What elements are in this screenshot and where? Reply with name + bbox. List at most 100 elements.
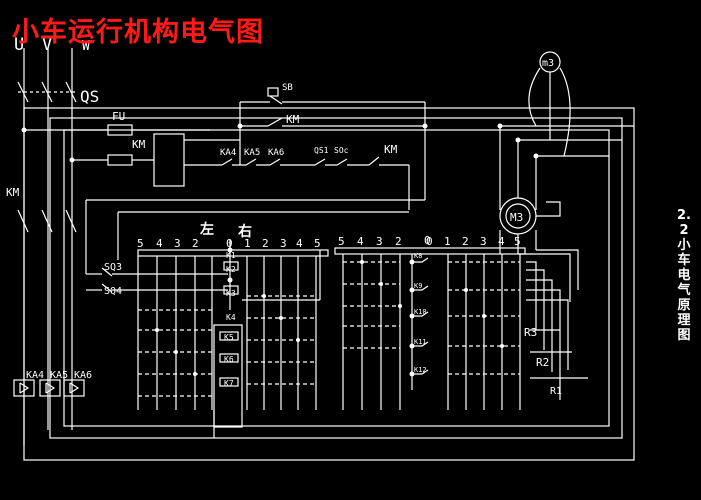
km-coil-box bbox=[153, 133, 185, 187]
ka5-label: KA5 bbox=[244, 148, 260, 158]
page-title: 小车运行机构电气图 bbox=[12, 17, 264, 48]
zero-label: 0 bbox=[424, 234, 431, 247]
k5-box bbox=[219, 331, 239, 341]
left-position-number-7: 2 bbox=[262, 237, 269, 250]
qs-blade-v bbox=[41, 81, 53, 103]
km-main-label: KM bbox=[6, 186, 20, 199]
r1-label: R1 bbox=[550, 386, 562, 397]
right-position-number-9: 4 bbox=[498, 235, 505, 248]
k6-box bbox=[219, 353, 239, 363]
k5-label: K5 bbox=[224, 333, 234, 342]
k3-box bbox=[223, 285, 239, 295]
left-grid-top bbox=[137, 249, 329, 257]
sq3-label: SQ3 bbox=[104, 262, 122, 273]
phase-w-label: W bbox=[82, 39, 90, 54]
k4-label: K4 bbox=[226, 313, 236, 322]
relay-label-ka4: KA4 bbox=[26, 370, 44, 381]
rotor-to-resistor bbox=[499, 249, 579, 302]
ka6-label: KA6 bbox=[268, 148, 284, 158]
right-position-number-5: 0 bbox=[426, 235, 433, 248]
right-position-number-2: 3 bbox=[376, 235, 383, 248]
k2-box bbox=[223, 261, 239, 271]
left-position-number-8: 3 bbox=[280, 237, 287, 250]
right-position-number-6: 1 bbox=[444, 235, 451, 248]
left-position-number-2: 3 bbox=[174, 237, 181, 250]
sq4-label: SQ4 bbox=[104, 286, 122, 297]
left-position-number-5: 0 bbox=[226, 237, 233, 250]
fan-motor-label: m3 bbox=[542, 58, 554, 69]
relay-glyphs bbox=[19, 382, 80, 394]
sq3-contact bbox=[101, 267, 113, 277]
fan-motor-leads bbox=[528, 67, 571, 157]
left-position-number-1: 4 bbox=[156, 237, 163, 250]
soc-label: SOc bbox=[334, 146, 349, 155]
k7-box bbox=[219, 377, 239, 387]
km-coil-label: KM bbox=[132, 138, 146, 151]
fu-label: FU bbox=[112, 110, 125, 123]
left-direction-label: 左 bbox=[199, 221, 214, 238]
r2-label: R2 bbox=[536, 356, 549, 369]
ka-contacts bbox=[221, 156, 409, 166]
k1-label: K1 bbox=[226, 251, 236, 260]
left-position-number-9: 4 bbox=[296, 237, 303, 250]
vertical-caption: 2.2小车电气原理图 bbox=[677, 208, 691, 343]
motor-label: M3 bbox=[510, 211, 523, 224]
resistor-steps bbox=[526, 261, 569, 400]
right-direction-label: 右 bbox=[237, 223, 252, 240]
motor-m3-inner bbox=[505, 203, 531, 229]
k6-label: K6 bbox=[224, 355, 234, 364]
relay-label-ka5: KA5 bbox=[50, 370, 68, 381]
left-position-number-10: 5 bbox=[314, 237, 321, 250]
left-position-number-6: 1 bbox=[244, 237, 251, 250]
k12-label: K12 bbox=[414, 366, 427, 374]
relay-coil-ka4 bbox=[13, 379, 35, 397]
left-position-number-0: 5 bbox=[137, 237, 144, 250]
km-main-u bbox=[17, 209, 29, 233]
km-main-v bbox=[41, 209, 53, 233]
relay-label-ka6: KA6 bbox=[74, 370, 92, 381]
inner-frame-loop bbox=[49, 117, 623, 439]
qs-blade-u bbox=[17, 81, 29, 103]
phase-u-label: U bbox=[14, 35, 24, 55]
right-position-number-8: 3 bbox=[480, 235, 487, 248]
inner-frame-loop-2 bbox=[63, 129, 610, 427]
right-grid-top bbox=[334, 247, 526, 255]
k7-label: K7 bbox=[224, 379, 234, 388]
left-position-number-3: 2 bbox=[192, 237, 199, 250]
fuse-2 bbox=[107, 154, 133, 166]
k10-label: K10 bbox=[414, 308, 427, 316]
right-position-number-1: 4 bbox=[357, 235, 364, 248]
r3-label: R3 bbox=[524, 326, 537, 339]
k2-label: K2 bbox=[226, 265, 236, 274]
k8-label: K8 bbox=[414, 252, 422, 260]
k-relay-frame bbox=[213, 324, 243, 428]
sb-label: SB bbox=[282, 83, 293, 93]
sb-contact bbox=[269, 95, 283, 105]
motor-rotor-leads bbox=[499, 230, 537, 254]
right-position-number-7: 2 bbox=[462, 235, 469, 248]
ka4-label: KA4 bbox=[220, 148, 236, 158]
k11-label: K11 bbox=[414, 338, 427, 346]
k3-label: K3 bbox=[226, 289, 236, 298]
km-hold-label: KM bbox=[286, 113, 300, 126]
motor-rotor-link bbox=[536, 201, 561, 217]
sb-button bbox=[267, 87, 279, 97]
km-ctrl-label: KM bbox=[384, 143, 398, 156]
outer-frame-loop bbox=[23, 107, 635, 461]
relay-coil-ka5 bbox=[39, 379, 61, 397]
phase-v-label: V bbox=[42, 35, 52, 55]
right-position-number-3: 2 bbox=[395, 235, 402, 248]
relay-coil-ka6 bbox=[63, 379, 85, 397]
sq4-contact bbox=[101, 283, 113, 293]
right-position-number-0: 5 bbox=[338, 235, 345, 248]
qs1-label: QS1 bbox=[314, 146, 329, 155]
qs-label: QS bbox=[80, 87, 99, 106]
km-hold-contact bbox=[267, 117, 283, 127]
qs-blade-w bbox=[65, 81, 77, 103]
k8-k12-contacts bbox=[412, 257, 429, 375]
junction-dots bbox=[21, 123, 539, 377]
